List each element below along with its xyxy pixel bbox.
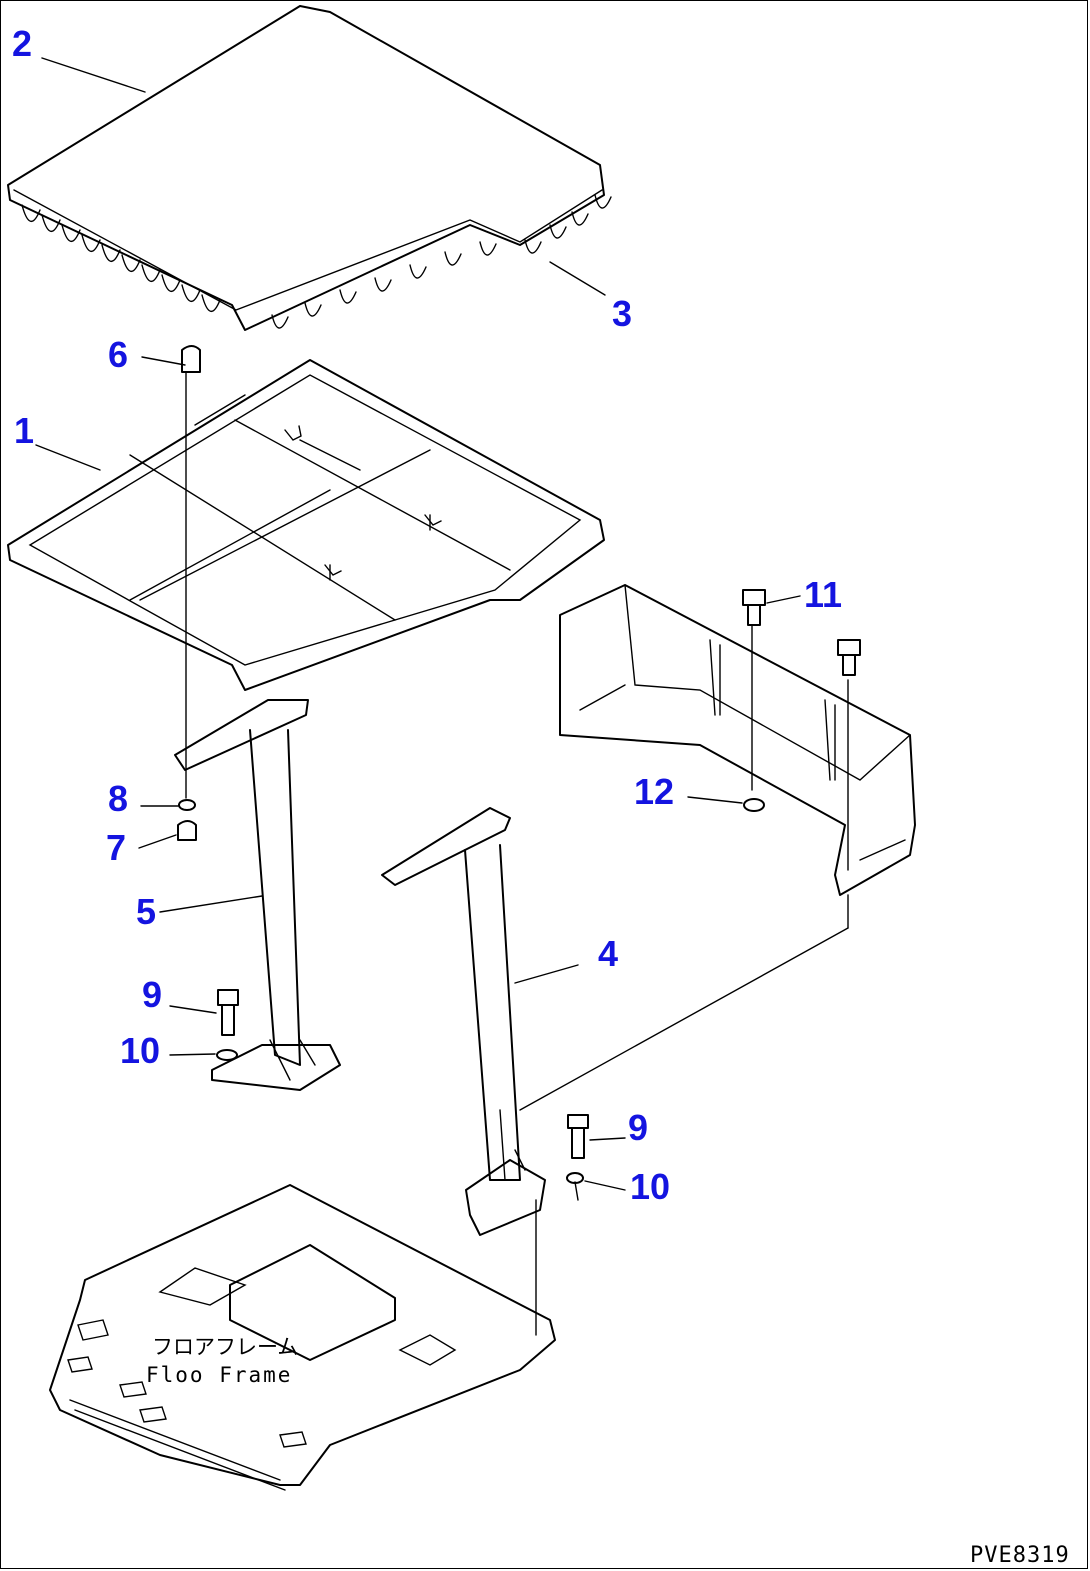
bolts-and-washers <box>216 989 589 1184</box>
callout-5: 5 <box>136 891 156 932</box>
callout-9-left: 9 <box>142 974 162 1015</box>
callout-10-right: 10 <box>630 1166 670 1207</box>
floor-frame-label-jp: フロアフレーム <box>152 1335 298 1359</box>
canopy-cover <box>7 5 605 331</box>
callout-2: 2 <box>12 23 32 64</box>
canopy-frame <box>7 359 605 691</box>
callout-leaders <box>35 57 801 1191</box>
callout-11: 11 <box>804 574 842 615</box>
hardware-6-7-8 <box>177 345 201 841</box>
drawing-code: PVE8319 <box>970 1543 1070 1568</box>
callout-8: 8 <box>108 778 128 819</box>
canopy-edge-loops <box>21 194 612 329</box>
callout-12: 12 <box>634 771 674 812</box>
mounting-lines <box>185 371 849 1336</box>
callout-7: 7 <box>106 827 126 868</box>
callout-4: 4 <box>598 933 618 974</box>
callout-10-left: 10 <box>120 1030 160 1071</box>
callout-9-right: 9 <box>628 1107 648 1148</box>
bolts-11-12 <box>742 589 861 812</box>
floor-frame-label-en: Floo Frame <box>146 1363 292 1387</box>
callout-3: 3 <box>612 293 632 334</box>
side-cover <box>559 584 916 896</box>
rear-post <box>174 699 341 1091</box>
front-post <box>381 807 546 1236</box>
callout-6: 6 <box>108 334 128 375</box>
floor-frame <box>49 1184 556 1491</box>
callout-1: 1 <box>14 410 34 451</box>
